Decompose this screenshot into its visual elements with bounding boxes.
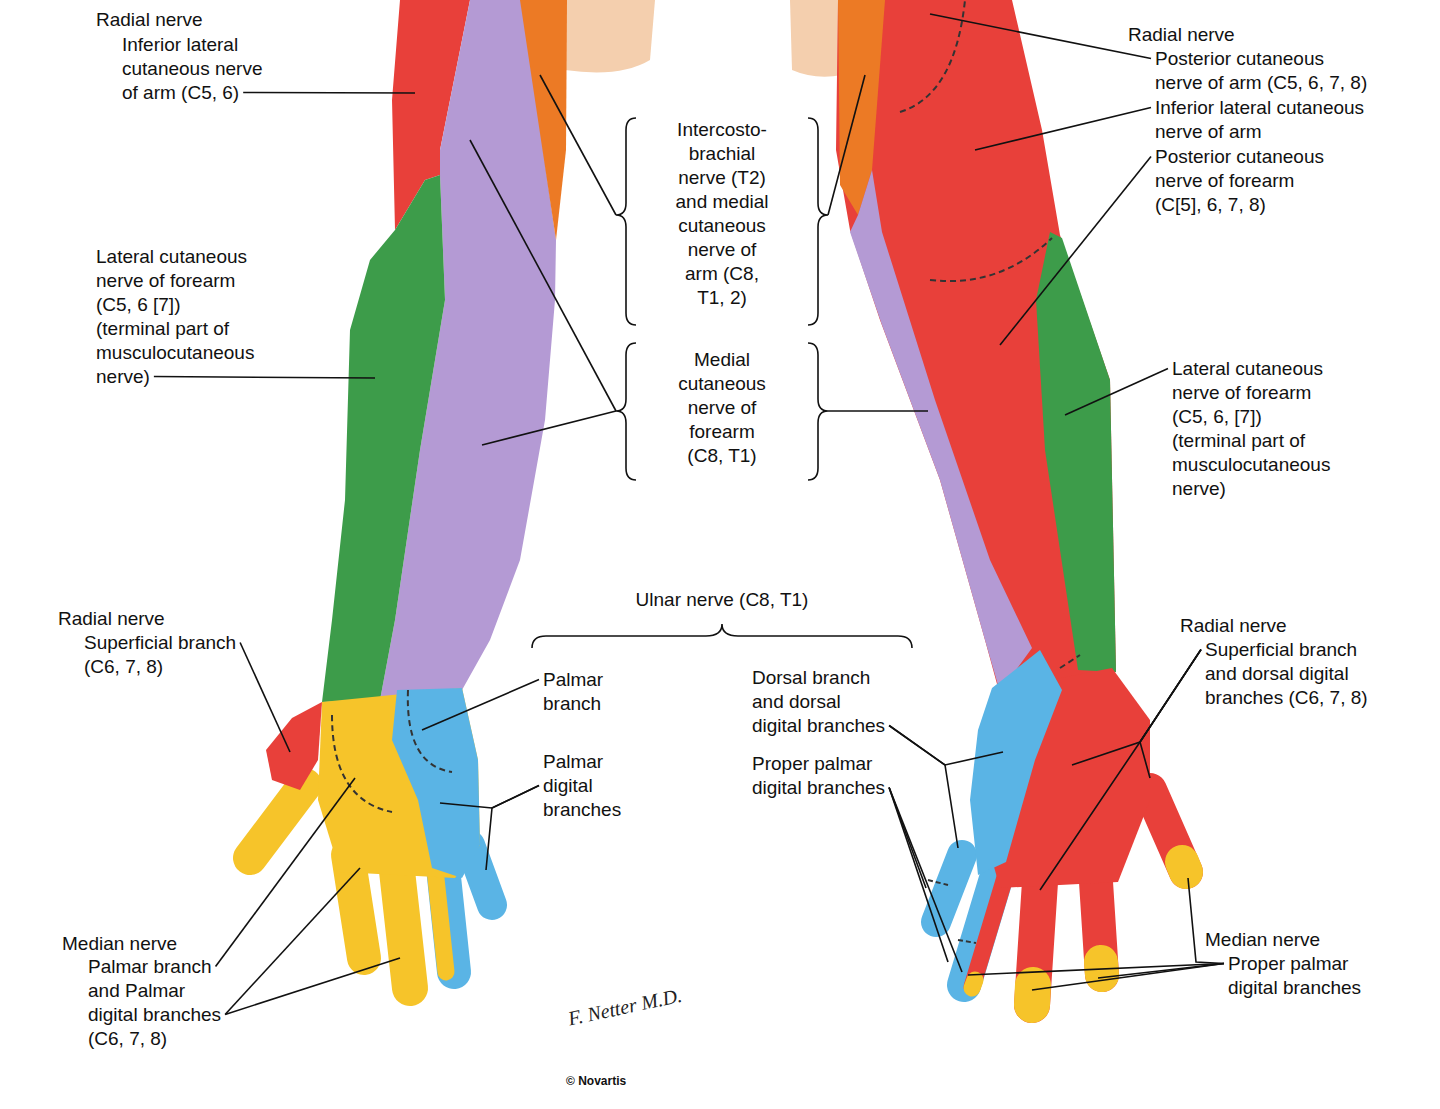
leader-line (889, 726, 958, 849)
nerve-label: Radial nerve (1180, 614, 1380, 638)
nerve-label: Proper palmar digital branches (752, 752, 892, 800)
leader-line (889, 788, 948, 963)
brackets (470, 75, 928, 648)
group-bracket (808, 343, 828, 480)
nerve-label: Posterior cutaneous nerve of arm (C5, 6,… (1155, 47, 1372, 95)
leader-line (422, 680, 539, 731)
index-finger (1096, 882, 1102, 975)
zone-boundary (408, 690, 452, 772)
nerve-label: Inferior lateral cutaneous nerve of arm … (122, 33, 272, 105)
posterior-limb (790, 0, 1186, 1005)
ulnar-dorsal-zone (970, 650, 1062, 875)
group-brace (532, 624, 912, 648)
leader-lines (154, 14, 1224, 1015)
nerve-label: Lateral cutaneous nerve of forearm (C5, … (1172, 357, 1334, 501)
leader-line (482, 411, 616, 445)
nerve-label: Superficial branch and dorsal digital br… (1205, 638, 1380, 710)
nerve-label: Palmar branch and Palmar digital branche… (88, 955, 238, 1051)
nerve-label: Median nerve (62, 932, 262, 956)
leader-line (216, 778, 355, 967)
artist-signature: F. Netter M.D. (566, 983, 688, 1029)
leader-line (828, 75, 865, 215)
copyright-note: © Novartis (566, 1074, 686, 1088)
posterior-arm-zone (836, 0, 1116, 695)
intercostobrachial-zone (520, 0, 567, 240)
leader-line (440, 786, 539, 809)
leader-line (154, 377, 375, 379)
ulnar-palm-zone (392, 688, 480, 878)
anterior-limb (250, 0, 655, 988)
lateral-forearm-zone (1036, 232, 1116, 672)
nerve-label: Radial nerve (1128, 23, 1328, 47)
medial-forearm-zone (850, 170, 1032, 692)
nerve-label: Intercosto-brachial nerve (T2) and media… (670, 118, 774, 310)
leader-line (540, 75, 616, 215)
nerve-label: Proper palmar digital branches (1228, 952, 1378, 1000)
middle-finger (1032, 882, 1040, 1005)
leader-line (889, 726, 1003, 766)
lateral-forearm-zone (322, 175, 445, 702)
nerve-label: Superficial branch (C6, 7, 8) (84, 631, 269, 679)
zone-boundary (928, 880, 948, 885)
leader-line (1040, 650, 1201, 891)
leader-line (243, 92, 415, 94)
thumb (1150, 790, 1186, 872)
nerve-label: Median nerve (1205, 928, 1405, 952)
group-bracket (808, 118, 828, 325)
leader-line (486, 786, 539, 871)
leader-line (1000, 157, 1151, 346)
group-bracket (616, 118, 636, 325)
nerve-label: Palmar digital branches (543, 750, 627, 822)
leader-line (225, 958, 400, 1015)
leader-line (968, 964, 1224, 976)
little-finger (936, 855, 962, 922)
zone-boundary (930, 238, 1052, 281)
leader-line (930, 14, 1151, 59)
nerve-label: Ulnar nerve (C8, T1) (572, 588, 872, 612)
leader-line (975, 108, 1151, 151)
chest-skin (560, 0, 655, 72)
leader-line (240, 643, 290, 753)
group-bracket (616, 343, 636, 480)
nerve-label: Palmar branch (543, 668, 627, 716)
median-palm-zone (318, 688, 480, 878)
leader-line (1065, 369, 1168, 416)
zone-boundary (958, 940, 976, 943)
nerve-label: Lateral cutaneous nerve of forearm (C5, … (96, 245, 258, 389)
nerve-label: Medial cutaneous nerve of forearm (C8, T… (670, 348, 774, 468)
middle-finger-tip (1032, 985, 1033, 1005)
nerve-label: Radial nerve (58, 607, 258, 631)
zone-boundary (1060, 655, 1080, 668)
nerve-label: Posterior cutaneous nerve of forearm (C[… (1155, 145, 1335, 217)
leader-line (470, 140, 616, 411)
chest-skin (790, 0, 842, 77)
thumb-tip (1182, 862, 1186, 872)
thenar-radial-zone (266, 702, 322, 790)
ring-finger-tip (972, 980, 975, 988)
nerve-label: Radial nerve (96, 8, 296, 32)
nerve-label: Dorsal branch and dorsal digital branche… (752, 666, 892, 738)
middle-finger (396, 862, 410, 988)
nerve-label: Inferior lateral cutaneous nerve of arm (1155, 96, 1395, 144)
zone-boundary (900, 0, 965, 112)
leader-line (1140, 650, 1201, 779)
ring-finger-radial-half (972, 874, 1006, 987)
intercostobrachial-zone (838, 0, 885, 215)
leader-line (1188, 878, 1224, 964)
leader-line (889, 788, 962, 973)
thumb (250, 785, 305, 858)
leader-line (828, 410, 928, 412)
